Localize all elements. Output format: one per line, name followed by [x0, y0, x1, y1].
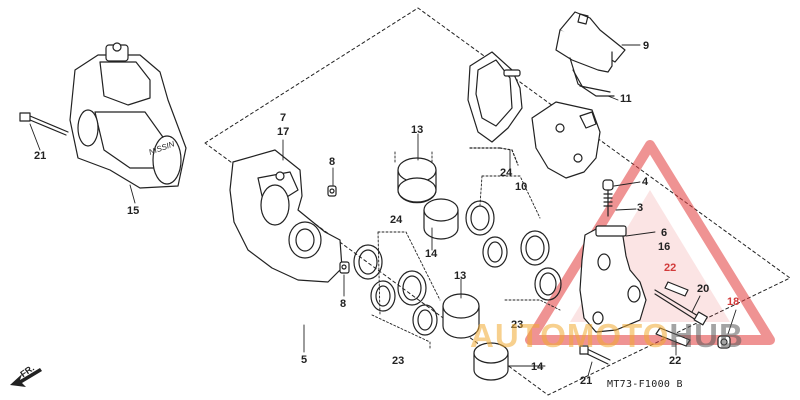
pad-pin-11 — [569, 57, 615, 97]
assembly-frame — [204, 7, 791, 396]
callout-14-upper: 14 — [425, 248, 438, 260]
bolt-20 — [654, 289, 708, 326]
callout-3: 3 — [637, 202, 644, 214]
callout-9: 9 — [643, 40, 650, 52]
group-brackets — [371, 149, 561, 351]
brake-pad-rear — [467, 51, 523, 143]
callout-21-right: 21 — [580, 375, 593, 387]
bleeder-valve-3-4 — [602, 179, 614, 217]
callout-10: 10 — [515, 181, 528, 193]
callout-23-left: 23 — [392, 355, 405, 367]
callout-5: 5 — [301, 354, 308, 366]
callout-14-lower: 14 — [531, 361, 544, 373]
caliper-bracket — [579, 225, 647, 333]
leader-lines — [29, 44, 737, 377]
watermark-text: AUTOMOTOHUB — [470, 317, 744, 355]
callout-18: 18 — [727, 296, 740, 308]
nut-8-upper — [327, 185, 337, 197]
callout-13-upper: 13 — [411, 124, 424, 136]
bolt-21-right — [579, 345, 611, 365]
callout-22-upper: 22 — [664, 262, 677, 274]
callout-22-lower: 22 — [669, 355, 682, 367]
callout-16: 16 — [658, 241, 671, 253]
pin-22-lower — [664, 281, 689, 297]
boot-18 — [717, 335, 731, 349]
callout-24-right: 24 — [500, 167, 513, 179]
callout-21-left: 21 — [34, 150, 47, 162]
piston-14-upper — [423, 198, 459, 240]
pin-22-upper — [655, 327, 691, 347]
watermark-part2: HUB — [669, 317, 744, 354]
callout-23-right: 23 — [511, 319, 524, 331]
brake-pad-front — [531, 101, 601, 179]
callout-13-lower: 13 — [454, 270, 467, 282]
watermark-part1: AUTOMOTO — [470, 317, 670, 354]
leader-10 — [469, 147, 519, 166]
callout-20: 20 — [697, 283, 710, 295]
callout-4: 4 — [642, 176, 649, 188]
seal-ring-set — [353, 200, 562, 336]
piston-14-lower — [473, 342, 509, 381]
diagram-part-code: MT73-F1000 B — [607, 379, 683, 390]
callout-11: 11 — [620, 93, 632, 105]
bolt-21-left — [19, 112, 69, 136]
piston-13-upper — [397, 157, 437, 204]
callout-24-left: 24 — [390, 214, 403, 226]
callout-17: 17 — [277, 126, 290, 138]
callout-8-upper: 8 — [329, 156, 336, 168]
pad-spring-9 — [555, 11, 626, 73]
piston-13-lower — [442, 293, 480, 339]
brake-caliper-assembly: NISSIN — [69, 42, 187, 189]
callout-8-lower: 8 — [340, 298, 347, 310]
nut-8-lower — [339, 261, 350, 274]
fr-direction-arrow — [10, 368, 42, 387]
callout-7: 7 — [280, 112, 287, 124]
callout-6: 6 — [661, 227, 668, 239]
caliper-body — [229, 149, 343, 283]
callout-15: 15 — [127, 205, 140, 217]
